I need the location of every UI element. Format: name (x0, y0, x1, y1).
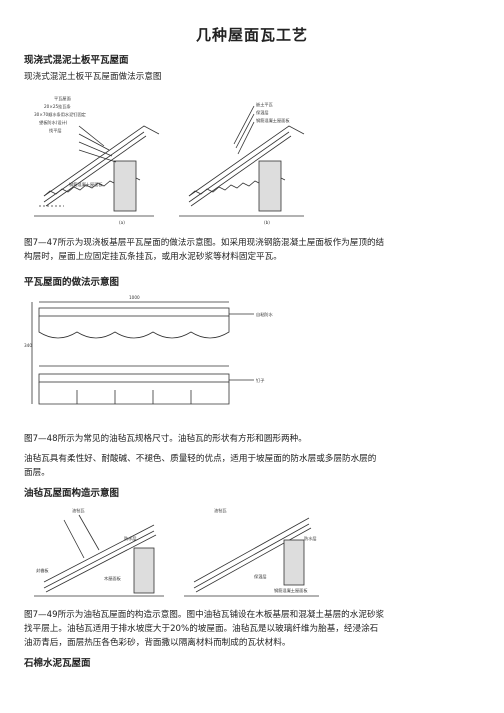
fig-48-label-width: 1000 (129, 295, 140, 300)
fig-48-label-height: 340 (24, 343, 32, 348)
section-heading-flat-tile: 平瓦屋面的做法示意图 (24, 277, 120, 288)
section-heading-felt-roof: 油毡瓦屋面构造示意图 (24, 488, 120, 499)
paragraph-line: 油毡瓦具有柔性好、耐酸碱、不褪色、质量轻的优点，适用于坡屋面的防水层或多层防水层… (24, 454, 377, 464)
paragraph-line: 面层。 (24, 468, 50, 478)
fig-49a-label-2: 防水层 (124, 535, 137, 542)
fig-48-label-nail: 钉子 (256, 377, 264, 384)
fig-b-label-4: (b) (264, 220, 270, 225)
fig-a-label-5: 找平层 (49, 127, 62, 134)
figure-7-47: 平瓦屋面 20×25挂瓦条 30×70顺水条用水泥钉固定 望板防水(设计) 找平… (34, 96, 305, 225)
figure-7-48-drawing (31, 301, 254, 405)
section-heading-asbestos-roof: 石棉水泥瓦屋面 (24, 658, 91, 669)
caption-7-48: 图7—48所示为常见的油毡瓦规格尺寸。油毡瓦的形状有方形和圆形两种。 (24, 434, 307, 444)
fig-a-label-7: (a) (119, 220, 125, 225)
fig-a-label-2: 20×25挂瓦条 (44, 103, 72, 110)
caption-line: 找平层上。油毡瓦适用于排水坡度大于20%的坡屋面。油毡瓦是以玻璃纤维为胎基，经浸… (24, 624, 379, 634)
fig-49a-label-4: 封檐板 (36, 567, 49, 574)
fig-a-label-1: 平瓦屋面 (54, 96, 71, 102)
figure-7-49b-drawing (184, 517, 319, 597)
fig-48-label-adhesive: 自粘防水 (256, 311, 274, 318)
paragraph-felt-tile: 油毡瓦具有柔性好、耐酸碱、不褪色、质量轻的优点，适用于坡屋面的防水层或多层防水层… (24, 452, 484, 480)
fig-49a-label-3: 木屋面板 (104, 575, 122, 582)
fig-b-label-1: 嵌土平瓦 (256, 101, 273, 108)
figure-7-48: 1000 340 自粘防水 钉子 (24, 295, 274, 405)
section-subheading: 现浇式混泥土板平瓦屋面做法示意图 (24, 72, 162, 82)
fig-49a-label-1: 油毡瓦 (72, 507, 85, 514)
fig-49b-label-1: 油毡瓦 (214, 507, 227, 514)
fig-49b-label-3: 保温层 (254, 573, 267, 580)
figure-7-47b-drawing (179, 105, 305, 217)
fig-a-label-6: 钢筋混凝土屋面板 (69, 181, 103, 188)
fig-49b-label-2: 防水层 (304, 535, 317, 542)
page-title: 几种屋面瓦工艺 (195, 26, 308, 44)
caption-line: 图7—49所示为油毡瓦屋面的构造示意图。图中油毡瓦铺设在木板基层和混凝土基层的水… (24, 610, 385, 620)
fig-b-label-3: 钢筋混凝土屋面板 (256, 117, 290, 124)
caption-line: 油沥青后，面层热压各色彩砂，背面撒以隔离材料而制成的瓦状材料。 (24, 638, 291, 648)
fig-a-label-3: 30×70顺水条用水泥钉固定 (34, 111, 86, 118)
figure-7-47a-drawing (34, 125, 160, 217)
caption-7-49: 图7—49所示为油毡瓦屋面的构造示意图。图中油毡瓦铺设在木板基层和混凝土基层的水… (24, 608, 484, 650)
figure-7-49: 油毡瓦 防水层 木屋面板 封檐板 油毡瓦 防水层 保温层 钢筋混凝土屋面板 (34, 507, 319, 597)
figure-7-49a-drawing (34, 514, 164, 597)
caption-line: 图7—47所示为现浇板基层平瓦屋面的做法示意图。如采用现浇钢筋混凝土屋面板作为屋… (24, 238, 385, 248)
fig-49b-label-4: 钢筋混凝土屋面板 (274, 587, 308, 594)
caption-line: 构层时，屋面上应固定挂瓦条挂瓦，或用水泥砂浆等材料固定平瓦。 (24, 252, 282, 262)
fig-b-label-2: 保温层 (256, 109, 269, 116)
fig-a-label-4: 望板防水(设计) (39, 119, 68, 126)
section-heading-cast-slab: 现浇式混泥土板平瓦屋面 (24, 55, 129, 66)
caption-7-47: 图7—47所示为现浇板基层平瓦屋面的做法示意图。如采用现浇钢筋混凝土屋面板作为屋… (24, 236, 484, 264)
